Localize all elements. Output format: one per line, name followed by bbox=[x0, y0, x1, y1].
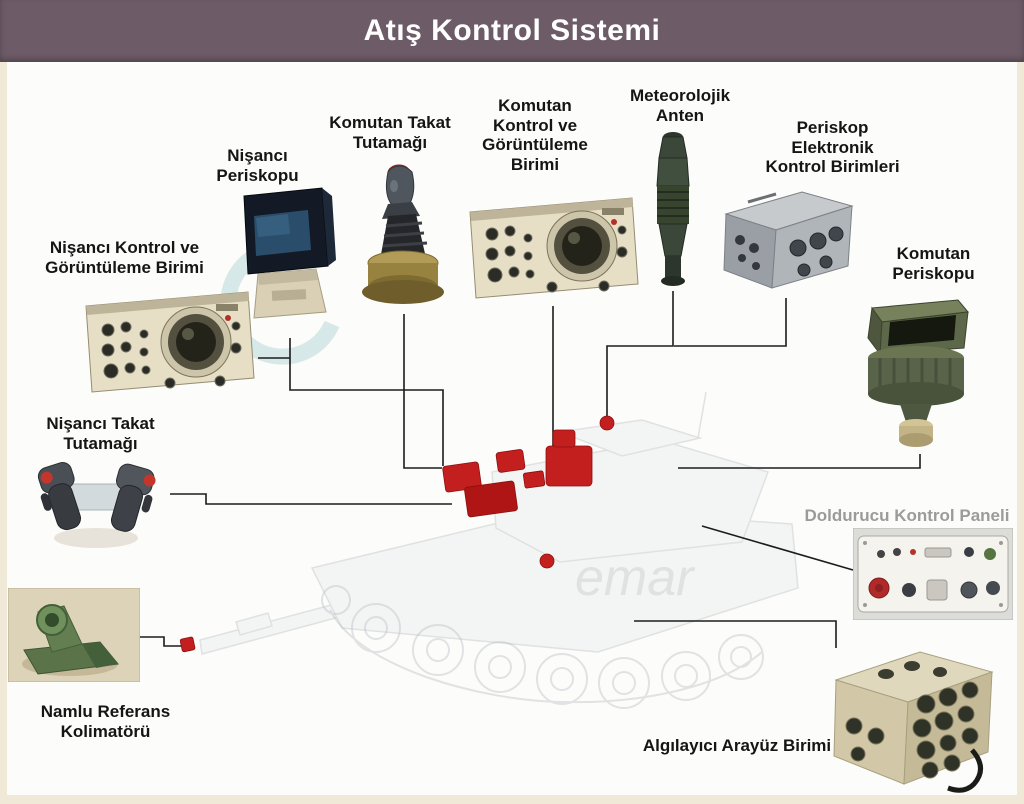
commander-periscope-image bbox=[858, 292, 983, 457]
joystick-icon bbox=[362, 164, 444, 304]
dual-grip-icon bbox=[37, 461, 156, 548]
loader-panel-image bbox=[853, 528, 1013, 620]
commander-display-label: Komutan Kontrol ve Görüntüleme Birimi bbox=[482, 96, 588, 174]
gunner-periscope-label: Nişancı Periskopu bbox=[216, 146, 299, 185]
loader-panel-label: Doldurucu Kontrol Paneli bbox=[804, 506, 1010, 525]
sensor-interface-image bbox=[820, 642, 1005, 797]
gunner-display-label: Nişancı Kontrol ve Görüntüleme Birimi bbox=[45, 238, 204, 277]
periscope-head-icon bbox=[867, 299, 969, 447]
gunner-grip-label: Nişancı Takat Tutamağı bbox=[46, 414, 155, 453]
barrel-collimator-image bbox=[8, 588, 140, 682]
periscope-ecu-label: Periskop Elektronik Kontrol Birimleri bbox=[765, 118, 900, 177]
gunner-display-image bbox=[78, 286, 260, 401]
periscope-ecu-image bbox=[714, 184, 859, 299]
electronics-box-icon bbox=[723, 191, 854, 289]
page-title: Atış Kontrol Sistemi bbox=[363, 14, 661, 47]
title-bar: Atış Kontrol Sistemi bbox=[0, 0, 1024, 62]
interface-box-icon bbox=[833, 651, 994, 793]
highlighted-unit-markers bbox=[179, 415, 615, 653]
meteo-antenna-image bbox=[648, 128, 698, 293]
commander-grip-image bbox=[358, 160, 450, 315]
control-panel-icon bbox=[853, 528, 1013, 620]
commander-grip-label: Komutan Takat Tutamağı bbox=[329, 113, 451, 152]
gunner-grip-image bbox=[18, 450, 173, 555]
periscope-icon bbox=[243, 187, 336, 319]
connector-lines bbox=[140, 291, 921, 648]
commander-display-image bbox=[462, 192, 644, 307]
collimator-icon bbox=[8, 588, 140, 682]
barrel-collimator-label: Namlu Referans Kolimatörü bbox=[40, 702, 171, 741]
control-display-unit-icon bbox=[85, 291, 255, 393]
antenna-icon bbox=[656, 132, 690, 286]
watermark-text: emar bbox=[575, 549, 696, 607]
control-display-unit-icon bbox=[469, 197, 639, 299]
meteo-antenna-label: Meteorolojik Anten bbox=[629, 86, 731, 125]
sensor-interface-label: Algılayıcı Arayüz Birimi bbox=[642, 736, 832, 755]
tank-ghost-wheels bbox=[321, 585, 764, 709]
gunner-periscope-image bbox=[228, 186, 338, 336]
tank-ghost bbox=[199, 391, 799, 655]
diagram-background bbox=[7, 62, 1017, 795]
commander-periscope-label: Komutan Periskopu bbox=[892, 244, 975, 283]
